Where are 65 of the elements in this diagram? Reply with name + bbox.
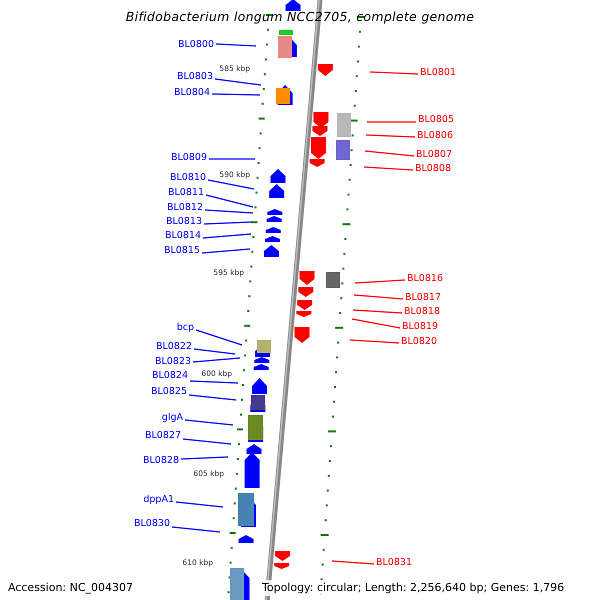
footer-note: Topology: circular; Length: 2,256,640 bp; Genes: 1,796: [262, 580, 564, 596]
gene-label: BL0806: [417, 130, 453, 142]
gene-label: BL0811: [168, 187, 204, 199]
leader-line: [192, 357, 240, 363]
leader-line: [202, 233, 252, 239]
leader-line: [208, 179, 254, 190]
title: Bifidobacterium longum NCC2705, complete genome: [124, 9, 476, 24]
gene-label: BL0809: [171, 152, 207, 164]
leader-line: [204, 209, 254, 214]
gene-label: BL0828: [143, 455, 179, 467]
gene-label: BL0827: [145, 430, 181, 442]
gene-label: BL0812: [167, 202, 203, 214]
gene-label: bcp: [176, 322, 194, 334]
leader-line: [212, 93, 260, 96]
leader-line: [216, 43, 256, 47]
leader-line: [367, 121, 416, 123]
leader-line: [364, 150, 414, 157]
gene-label: BL0808: [415, 163, 451, 175]
gene-label: BL0824: [152, 370, 188, 382]
leader-line: [180, 456, 228, 460]
gene-label: BL0800: [178, 39, 214, 51]
leader-line: [188, 394, 236, 401]
leader-line: [332, 560, 374, 565]
leader-line: [182, 438, 232, 445]
leader-line: [194, 348, 236, 355]
leader-line: [354, 294, 404, 300]
leader-line: [370, 71, 418, 75]
gene-label: BL0818: [404, 306, 440, 318]
leader-line: [172, 526, 220, 533]
leader-line: [366, 134, 416, 138]
gene-label: BL0803: [177, 71, 213, 83]
leader-line: [204, 221, 252, 225]
gene-label: BL0823: [155, 356, 191, 368]
leader-line: [176, 501, 224, 508]
leader-line: [364, 166, 414, 171]
gene-label: BL0819: [402, 321, 438, 333]
gene-label: BL0820: [401, 336, 437, 348]
leader-line: [190, 380, 238, 384]
leader-line: [196, 329, 242, 346]
leader-line: [354, 279, 406, 284]
gene-label: BL0801: [420, 67, 456, 79]
leader-line: [214, 78, 262, 86]
gene-label: BL0804: [174, 87, 210, 99]
leader-line: [209, 158, 255, 160]
leader-line: [350, 339, 400, 344]
gene-label: BL0813: [166, 216, 202, 228]
gene-label: BL0807: [416, 149, 452, 161]
gene-label: BL0825: [151, 386, 187, 398]
gene-label: BL0810: [170, 172, 206, 184]
leader-line: [184, 419, 234, 426]
gene-label: BL0815: [164, 245, 200, 257]
gene-label: dppA1: [143, 494, 174, 506]
leader-line: [352, 318, 400, 329]
gene-label: BL0816: [407, 273, 443, 285]
gene-label: BL0814: [165, 230, 201, 242]
leader-line: [352, 309, 402, 314]
gene-label: BL0831: [376, 557, 412, 569]
gene-label: BL0817: [405, 292, 441, 304]
gene-label: BL0805: [418, 114, 454, 126]
footer-note: Accession: NC_004307: [8, 580, 134, 596]
gene-label: glgA: [162, 412, 183, 424]
gene-label: BL0822: [156, 341, 192, 353]
gene-label: BL0830: [134, 518, 170, 530]
leader-line: [206, 194, 254, 208]
leader-line: [202, 248, 250, 254]
